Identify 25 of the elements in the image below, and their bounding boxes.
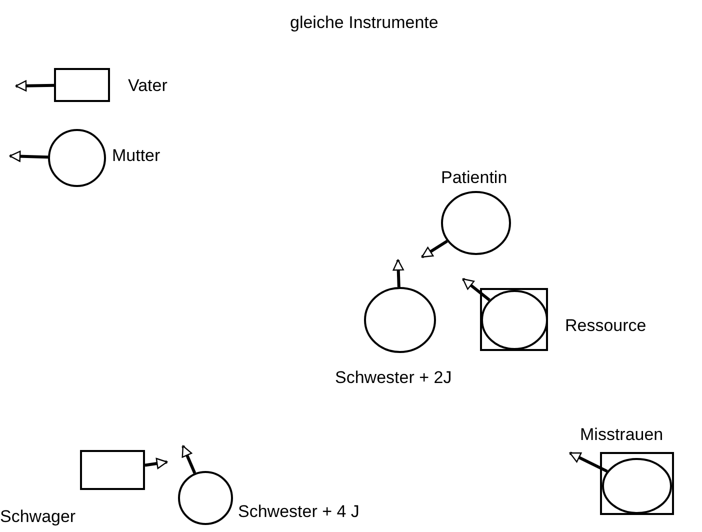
circle-symbol [48,129,106,187]
circle-symbol [602,458,672,514]
circle-symbol [441,191,511,255]
square-symbol [600,452,674,515]
circle-symbol [364,287,436,353]
person-label: Mutter [112,146,160,166]
person-label: Vater [128,76,168,96]
circle-symbol [178,471,233,525]
person-label: Misstrauen [580,425,664,445]
arrow [144,458,168,469]
title: gleiche Instrumente [290,13,438,33]
arrow [182,445,196,474]
arrow [392,259,404,288]
arrow [462,278,490,302]
person-label: Schwester + 2J [335,368,452,388]
arrow [421,240,448,258]
arrow [9,150,48,162]
person-label: Patientin [441,168,508,188]
person-label: Schwager [0,507,76,527]
square-symbol [80,450,145,490]
arrow [569,452,608,473]
square-symbol [54,68,110,102]
arrow [15,80,54,92]
person-label: Schwester + 4 J [238,502,360,522]
person-label: Ressource [565,316,646,336]
